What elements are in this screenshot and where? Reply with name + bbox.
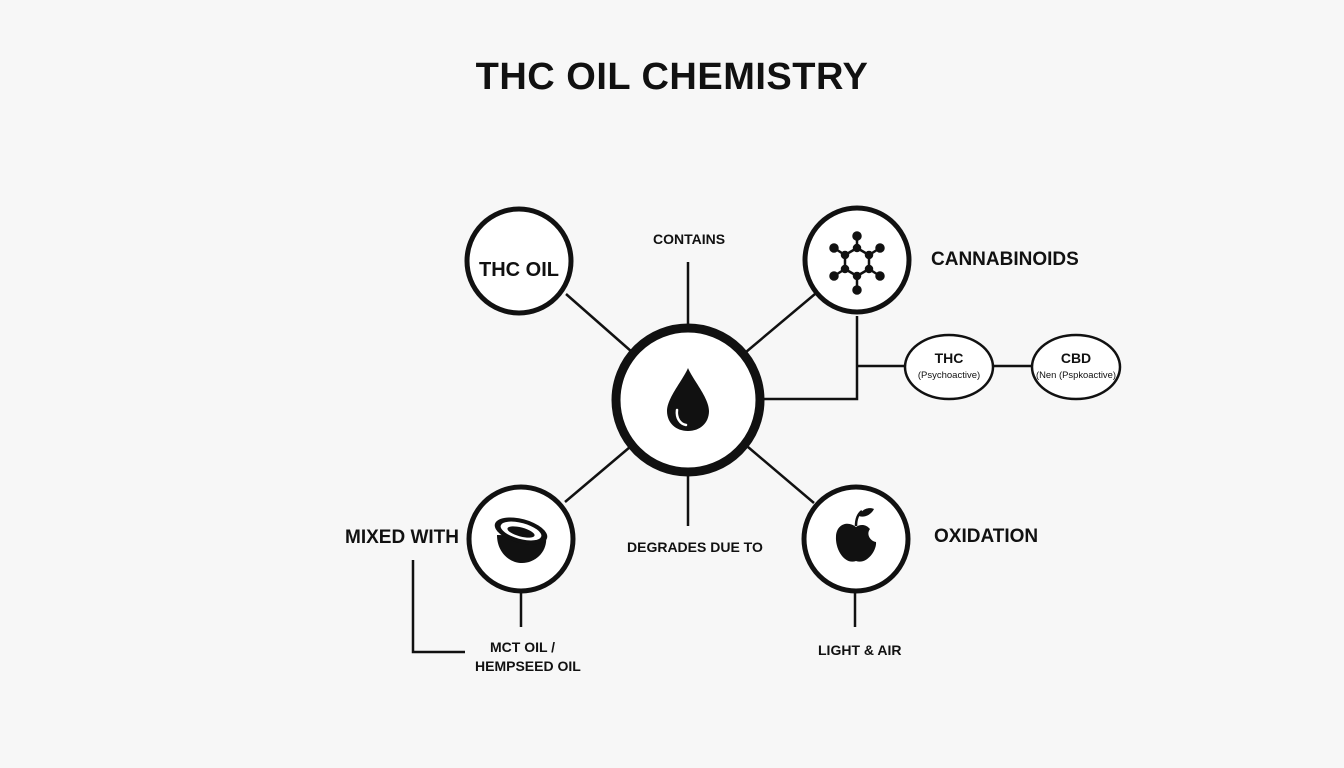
light-air-label: LIGHT & AIR xyxy=(818,642,902,658)
thc-subnode-title: THC xyxy=(935,350,964,366)
bitten-apple-icon xyxy=(835,508,877,562)
page-title: THC OIL CHEMISTRY xyxy=(475,56,869,98)
thc-oil-node-label: THC OIL xyxy=(479,259,559,281)
cannabinoids-node xyxy=(802,205,912,315)
carrier-label-line2: HEMPSEED OIL xyxy=(475,658,581,674)
edge-thc-oil xyxy=(565,293,633,353)
thc-subnode xyxy=(903,333,995,401)
cbd-subnode-title: CBD xyxy=(1061,350,1091,366)
cbd-subnode xyxy=(1030,333,1122,401)
thc-subnode-subtitle: (Psychoactive) xyxy=(918,370,980,381)
cbd-subnode-subtitle: (Nen (Pspkoactive) xyxy=(1036,370,1116,380)
carrier-label-line1: MCT OIL / xyxy=(490,639,556,655)
cannabinoids-label: CANNABINOIDS xyxy=(931,249,1079,270)
contains-label: CONTAINS xyxy=(653,231,726,247)
edge-cannabinoids xyxy=(745,293,816,353)
mixed-with-label: MIXED WITH xyxy=(345,527,459,548)
drop-highlight xyxy=(675,408,688,427)
edge-oxidation xyxy=(747,446,815,504)
edge-mixed-bracket xyxy=(411,560,465,654)
molecule-icon xyxy=(829,231,885,295)
oxidation-label: OXIDATION xyxy=(934,526,1039,547)
degrades-label: DEGRADES DUE TO xyxy=(627,539,763,555)
coconut-icon xyxy=(494,517,548,563)
edge-cannabinoid-types xyxy=(764,316,859,401)
thc-oil-node xyxy=(464,206,574,316)
edge-mixed-with xyxy=(564,446,631,503)
